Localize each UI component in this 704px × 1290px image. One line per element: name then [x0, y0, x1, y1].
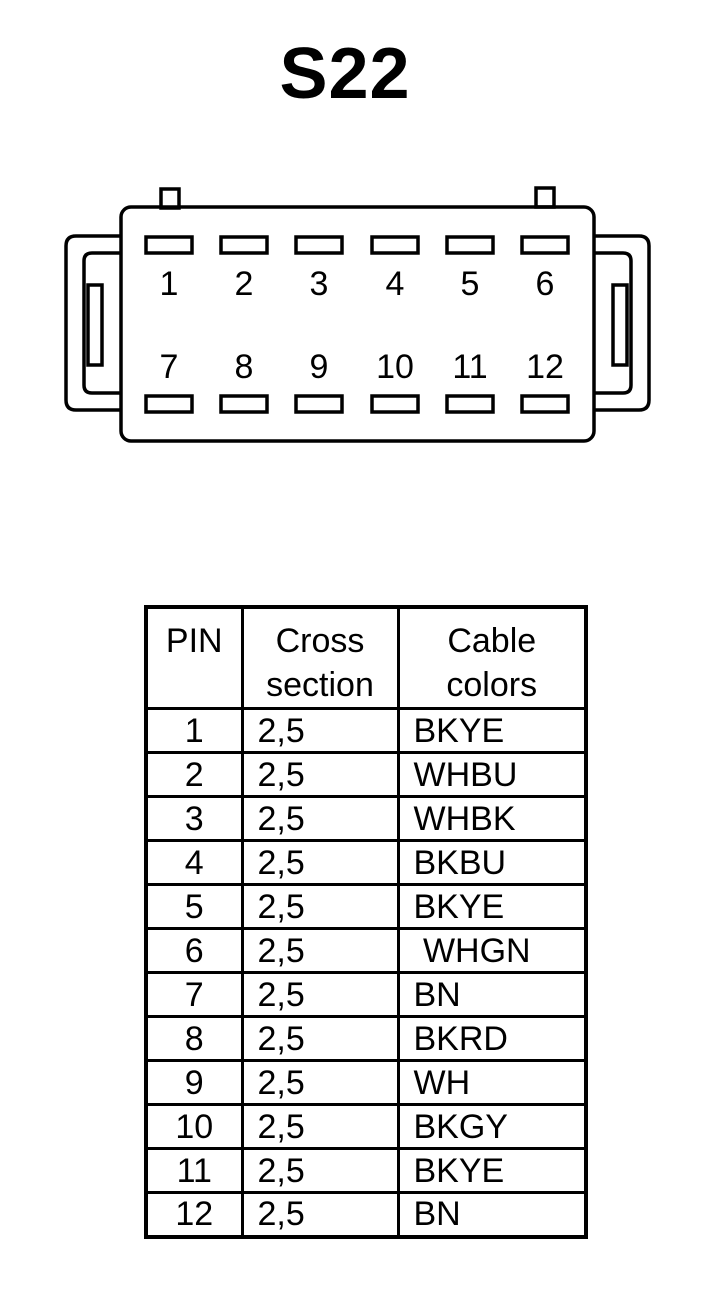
connector-body [119, 205, 596, 443]
pin-slot [294, 394, 344, 414]
cell-cross-section: 2,5 [240, 883, 400, 930]
cell-pin: 3 [144, 795, 244, 842]
pin-slot [370, 394, 420, 414]
cell-cross-section: 2,5 [240, 1147, 400, 1194]
pin-label: 8 [235, 348, 254, 386]
cell-pin: 5 [144, 883, 244, 930]
cell-cable-color: WHBK [396, 795, 588, 842]
pin-slot [370, 235, 420, 255]
header-cable-colors-line: colors [446, 666, 538, 704]
cell-cable-color: BN [396, 971, 588, 1018]
table-header-row: PIN Cross section Cable colors [144, 605, 588, 710]
cell-cross-section: 2,5 [240, 971, 400, 1018]
connector-diagram: 1 2 3 4 5 6 7 8 9 10 11 12 [64, 186, 651, 443]
cell-cable-color: BKYE [396, 883, 588, 930]
pin-slot [144, 394, 194, 414]
connector-title: S22 [279, 34, 411, 114]
right-latch [594, 234, 651, 412]
pin-label: 1 [160, 265, 179, 303]
pin-slot [445, 235, 495, 255]
header-cross-section-line: Cross [275, 622, 365, 660]
cell-cable-color: BKGY [396, 1103, 588, 1150]
cell-pin: 9 [144, 1059, 244, 1106]
pin-label: 3 [310, 265, 329, 303]
pin-label: 11 [452, 348, 487, 386]
pin-slot [294, 235, 344, 255]
cell-cross-section: 2,5 [240, 751, 400, 798]
pin-slot [144, 235, 194, 255]
cell-pin: 6 [144, 927, 244, 974]
cell-pin: 2 [144, 751, 244, 798]
cell-cable-color: BKYE [396, 1147, 588, 1194]
cell-pin: 11 [144, 1147, 244, 1194]
cell-pin: 7 [144, 971, 244, 1018]
header-pin: PIN [144, 605, 244, 710]
pin-slot [219, 394, 269, 414]
pin-slot [520, 394, 570, 414]
cell-cable-color: WH [396, 1059, 588, 1106]
cell-pin: 12 [144, 1191, 244, 1238]
top-tab-right [534, 186, 556, 209]
pin-slot [520, 235, 570, 255]
pin-label: 7 [160, 348, 179, 386]
cell-cross-section: 2,5 [240, 795, 400, 842]
cell-cross-section: 2,5 [240, 927, 400, 974]
cell-pin: 4 [144, 839, 244, 886]
pin-label: 4 [386, 265, 405, 303]
cell-cable-color: WHBU [396, 751, 588, 798]
cell-pin: 10 [144, 1103, 244, 1150]
cell-cable-color: BKBU [396, 839, 588, 886]
right-latch-slot [611, 283, 629, 367]
cell-cable-color: BN [396, 1191, 588, 1238]
pin-label: 5 [461, 265, 480, 303]
right-latch-inner [594, 251, 633, 395]
cell-cross-section: 2,5 [240, 1191, 400, 1238]
cell-pin: 8 [144, 1015, 244, 1062]
cell-cable-color: WHGN [396, 927, 588, 974]
pin-label: 6 [536, 265, 555, 303]
header-cable-colors: Cable colors [396, 605, 588, 710]
left-latch-inner [82, 251, 121, 395]
top-tab-left [159, 187, 181, 210]
header-cross-section: Cross section [240, 605, 400, 710]
pin-label: 2 [235, 265, 254, 303]
left-latch [64, 234, 121, 412]
header-cross-section-line: section [266, 666, 374, 704]
header-cable-colors-line: Cable [447, 622, 537, 660]
cell-pin: 1 [144, 707, 244, 754]
cell-cross-section: 2,5 [240, 839, 400, 886]
left-latch-slot [86, 283, 104, 367]
pin-label: 10 [376, 348, 414, 386]
pin-slot [219, 235, 269, 255]
pin-slot [445, 394, 495, 414]
cell-cross-section: 2,5 [240, 1015, 400, 1062]
cell-cross-section: 2,5 [240, 707, 400, 754]
cell-cable-color: BKRD [396, 1015, 588, 1062]
cell-cross-section: 2,5 [240, 1059, 400, 1106]
cell-cross-section: 2,5 [240, 1103, 400, 1150]
cell-cable-color: BKYE [396, 707, 588, 754]
pin-label: 9 [310, 348, 329, 386]
pin-label: 12 [526, 348, 564, 386]
